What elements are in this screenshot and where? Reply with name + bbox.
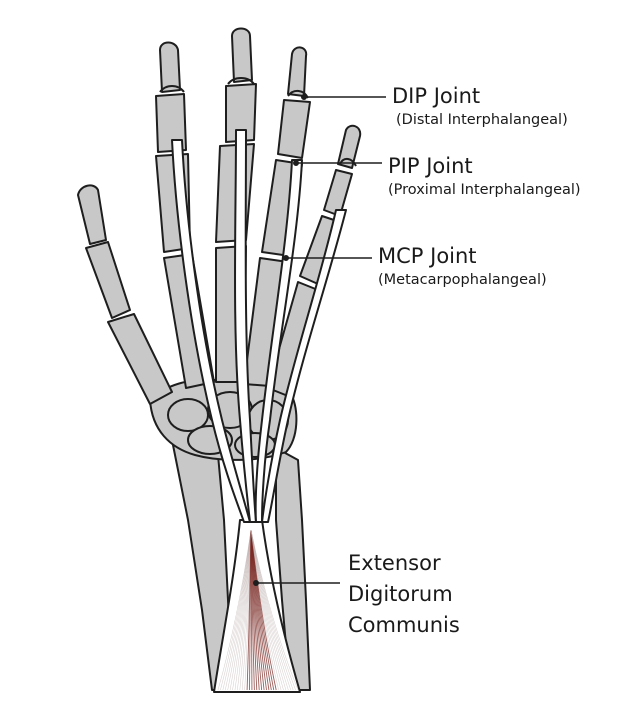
mcp-joint-subtitle: (Metacarpophalangeal) [378, 272, 547, 288]
thumb-proximal-phalanx [86, 242, 130, 318]
dip-joint-title: DIP Joint [392, 84, 480, 108]
edc-label-line2: Digitorum [348, 579, 460, 610]
edc-pointer-dot [254, 581, 258, 585]
middle-distal-phalanx [232, 29, 252, 83]
pip-joint-title: PIP Joint [388, 154, 473, 178]
edc-label-line1: Extensor [348, 548, 460, 579]
pip-joint-subtitle: (Proximal Interphalangeal) [388, 182, 581, 198]
mcp-joint-title: MCP Joint [378, 244, 477, 268]
dip-pointer-dot [302, 95, 306, 99]
edc-label-line3: Communis [348, 610, 460, 641]
thumb-distal-phalanx [78, 185, 106, 244]
index-distal-phalanx [160, 43, 180, 93]
dip-joint-subtitle: (Distal Interphalangeal) [396, 112, 568, 128]
ring-distal-phalanx [288, 47, 306, 96]
edc-label: Extensor Digitorum Communis [348, 548, 460, 641]
ring-middle-phalanx [278, 100, 310, 158]
pip-pointer-dot [294, 161, 298, 165]
hand-bones [78, 29, 360, 691]
mcp-pointer-dot [284, 256, 288, 260]
thumb-metacarpal [108, 314, 172, 404]
